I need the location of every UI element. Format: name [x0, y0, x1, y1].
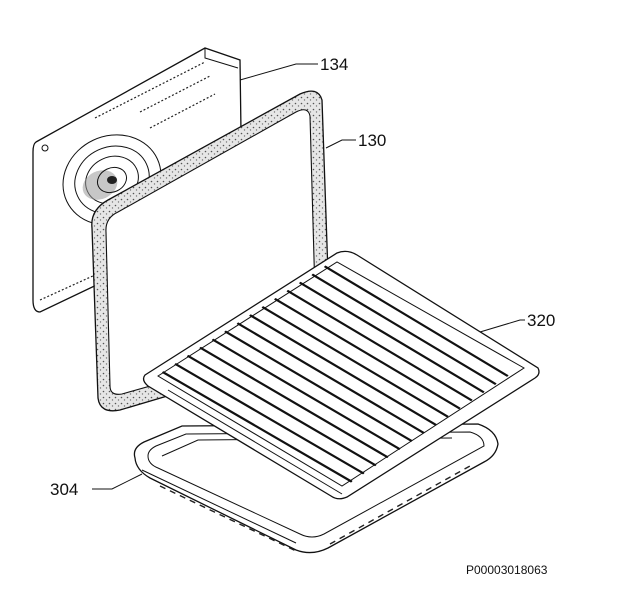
wire-shelf — [142, 250, 540, 500]
fan-cover — [62, 134, 162, 226]
shelf-rod — [186, 354, 377, 467]
shelf-rod — [311, 273, 497, 386]
callout-304: 304 — [50, 480, 78, 499]
callout-130: 130 — [358, 131, 386, 150]
callout-134: 134 — [320, 55, 348, 74]
shelf-rod — [224, 330, 413, 443]
shelf-rod — [274, 297, 461, 410]
callout-320: 320 — [527, 311, 555, 330]
drawing-code: P00003018063 — [466, 563, 548, 577]
shelf-rod — [211, 338, 401, 451]
shelf-rod — [236, 322, 425, 435]
leader-lines — [92, 63, 525, 490]
shelf-rod — [199, 346, 389, 459]
shelf-rod — [161, 370, 353, 483]
shelf-rod — [249, 313, 437, 426]
shelf-rod — [299, 281, 485, 394]
shelf-rod — [286, 289, 473, 402]
shelf-rod — [323, 265, 509, 378]
shelf-rod — [174, 362, 365, 475]
shelf-rods — [161, 265, 509, 483]
back-panel — [32, 47, 243, 313]
shelf-rod — [261, 305, 449, 418]
baking-tray — [133, 423, 499, 554]
